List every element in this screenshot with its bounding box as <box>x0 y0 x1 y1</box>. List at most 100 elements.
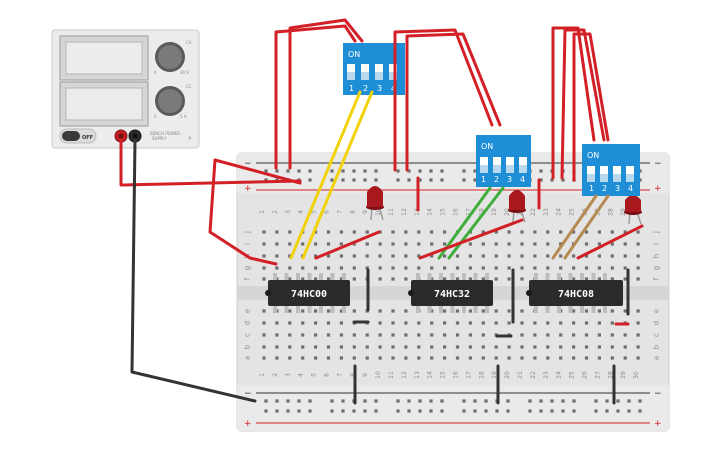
rail-hole[interactable] <box>605 409 609 413</box>
hole[interactable] <box>275 266 279 270</box>
hole[interactable] <box>339 345 343 349</box>
rail-hole[interactable] <box>418 178 422 182</box>
wire-dip3-loop-c[interactable] <box>572 32 610 182</box>
hole[interactable] <box>507 309 511 313</box>
hole[interactable] <box>352 230 356 234</box>
rail-hole[interactable] <box>528 409 532 413</box>
hole[interactable] <box>507 266 511 270</box>
rail-hole[interactable] <box>418 169 422 173</box>
hole[interactable] <box>520 309 524 313</box>
rail-hole[interactable] <box>462 178 466 182</box>
rail-hole[interactable] <box>462 169 466 173</box>
hole[interactable] <box>288 345 292 349</box>
hole[interactable] <box>636 230 640 234</box>
hole[interactable] <box>339 277 343 281</box>
hole[interactable] <box>352 242 356 246</box>
rail-hole[interactable] <box>627 409 631 413</box>
hole[interactable] <box>288 254 292 258</box>
hole[interactable] <box>481 266 485 270</box>
rail-hole[interactable] <box>440 399 444 403</box>
hole[interactable] <box>455 345 460 349</box>
rail-hole[interactable] <box>473 409 477 413</box>
hole[interactable] <box>468 254 472 258</box>
hole[interactable] <box>262 266 266 270</box>
hole[interactable] <box>378 345 382 349</box>
hole[interactable] <box>610 230 614 234</box>
rail-hole[interactable] <box>286 399 290 403</box>
hole[interactable] <box>378 309 382 313</box>
hole[interactable] <box>572 333 576 337</box>
hole[interactable] <box>494 266 498 270</box>
hole[interactable] <box>326 321 331 325</box>
hole[interactable] <box>597 345 601 349</box>
hole[interactable] <box>546 333 550 337</box>
hole[interactable] <box>443 309 447 313</box>
hole[interactable] <box>533 266 537 270</box>
rail-hole[interactable] <box>572 399 576 403</box>
rail-hole[interactable] <box>275 178 279 182</box>
hole[interactable] <box>520 230 524 234</box>
hole[interactable] <box>391 254 395 258</box>
hole[interactable] <box>262 254 266 258</box>
hole[interactable] <box>636 345 640 349</box>
rail-hole[interactable] <box>297 169 301 173</box>
wire-dip2-loop-a[interactable] <box>393 28 494 172</box>
hole[interactable] <box>623 266 627 270</box>
hole[interactable] <box>584 277 589 281</box>
hole[interactable] <box>494 254 498 258</box>
hole[interactable] <box>391 309 395 313</box>
hole[interactable] <box>352 345 356 349</box>
rail-hole[interactable] <box>440 409 444 413</box>
rail-hole[interactable] <box>539 409 543 413</box>
hole[interactable] <box>262 309 266 313</box>
hole[interactable] <box>636 277 640 281</box>
hole[interactable] <box>597 254 601 258</box>
rail-hole[interactable] <box>616 399 620 403</box>
hole[interactable] <box>314 254 318 258</box>
hole[interactable] <box>378 356 382 360</box>
chip-74hc32[interactable]: 74HC32 <box>408 273 493 313</box>
hole[interactable] <box>455 309 460 313</box>
rail-hole[interactable] <box>308 399 312 403</box>
rail-hole[interactable] <box>264 409 268 413</box>
hole[interactable] <box>494 309 498 313</box>
hole[interactable] <box>623 333 627 337</box>
hole[interactable] <box>443 356 447 360</box>
rail-hole[interactable] <box>616 409 620 413</box>
rail-hole[interactable] <box>396 399 400 403</box>
hole[interactable] <box>288 356 292 360</box>
hole[interactable] <box>339 266 343 270</box>
dip-toggle[interactable] <box>506 165 514 173</box>
hole[interactable] <box>559 230 563 234</box>
hole[interactable] <box>443 277 447 281</box>
rail-hole[interactable] <box>528 399 532 403</box>
hole[interactable] <box>443 333 447 337</box>
hole[interactable] <box>636 321 640 325</box>
hole[interactable] <box>494 242 498 246</box>
hole[interactable] <box>417 345 421 349</box>
rail-hole[interactable] <box>462 399 466 403</box>
hole[interactable] <box>610 254 614 258</box>
hole[interactable] <box>455 266 460 270</box>
hole[interactable] <box>610 345 614 349</box>
hole[interactable] <box>417 242 421 246</box>
hole[interactable] <box>468 242 472 246</box>
dip-toggle[interactable] <box>626 174 634 182</box>
wire-brown-b[interactable] <box>563 194 610 260</box>
hole[interactable] <box>365 242 369 246</box>
hole[interactable] <box>597 356 601 360</box>
rail-hole[interactable] <box>396 178 400 182</box>
rail-hole[interactable] <box>473 399 477 403</box>
hole[interactable] <box>623 230 627 234</box>
hole[interactable] <box>378 333 382 337</box>
hole[interactable] <box>636 254 640 258</box>
hole[interactable] <box>301 333 305 337</box>
hole[interactable] <box>314 230 318 234</box>
hole[interactable] <box>339 356 343 360</box>
hole[interactable] <box>288 242 292 246</box>
rail-hole[interactable] <box>539 399 543 403</box>
wire-led3-feed[interactable] <box>576 224 644 260</box>
hole[interactable] <box>597 242 601 246</box>
rail-hole[interactable] <box>605 399 609 403</box>
hole[interactable] <box>520 345 524 349</box>
